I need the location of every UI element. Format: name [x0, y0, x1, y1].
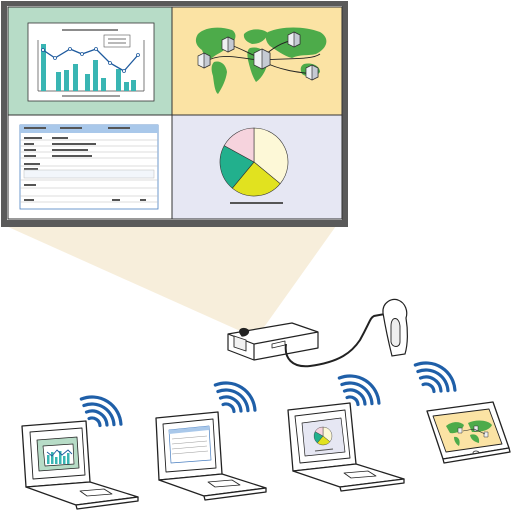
panel-bar-line-chart — [8, 7, 172, 115]
wifi-icon — [339, 376, 379, 404]
wifi-icon — [215, 383, 255, 411]
chart-bar — [93, 60, 98, 91]
panel-pie-chart — [172, 115, 342, 219]
wireless-lan-adapter — [383, 300, 407, 356]
chart-bar — [64, 70, 69, 91]
pie-chart-small — [314, 427, 332, 445]
laptop-chart — [22, 421, 138, 509]
chart-bar — [116, 69, 121, 91]
wifi-icon — [81, 397, 121, 425]
chart-bar — [56, 72, 61, 91]
projection-screen — [1, 1, 348, 227]
chart-bar — [131, 80, 136, 91]
wifi-icon — [415, 363, 455, 391]
projector-beam — [6, 226, 336, 330]
chart-legend-box — [104, 35, 130, 47]
chart-bar — [124, 82, 129, 91]
tablet-map — [427, 402, 510, 463]
projector — [228, 323, 318, 360]
chart-bar — [85, 74, 90, 91]
laptop-pie — [288, 403, 404, 491]
laptop-form — [156, 412, 266, 500]
panel-network-map — [172, 7, 342, 115]
projector-lens — [240, 329, 249, 336]
wifi-signals — [81, 363, 455, 425]
panel-data-form — [8, 115, 172, 219]
pie-chart — [220, 128, 288, 196]
chart-bar — [101, 78, 106, 91]
chart-bar — [73, 64, 78, 91]
